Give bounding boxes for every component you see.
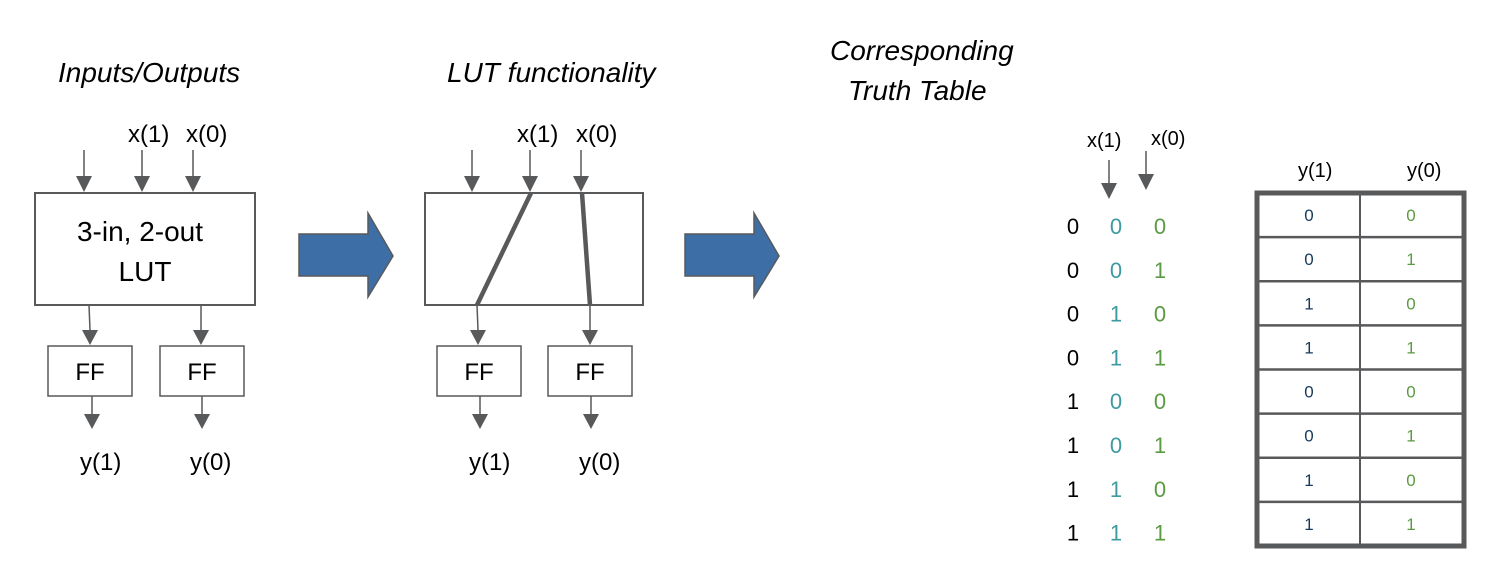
output-bit: 0	[1406, 294, 1415, 313]
input-bit: 0	[1110, 389, 1122, 414]
input-bit: 0	[1110, 214, 1122, 239]
input-label-x0: x(0)	[576, 121, 617, 148]
input-bit: 1	[1067, 433, 1079, 458]
output-bit: 1	[1406, 515, 1415, 534]
output-bit: 0	[1304, 250, 1313, 269]
routing-wire-x0	[579, 192, 593, 306]
input-bit: 0	[1154, 302, 1166, 327]
input-header-x0: x(0)	[1151, 128, 1185, 150]
input-bit: 1	[1110, 477, 1122, 502]
output-label-y1: y(1)	[469, 449, 510, 476]
panel-title-line2: Truth Table	[848, 75, 987, 106]
ff-label-2: FF	[187, 359, 216, 386]
ff-label-1: FF	[75, 359, 104, 386]
input-bit: 1	[1067, 389, 1079, 414]
output-bit: 1	[1304, 338, 1313, 357]
lut-to-ff-arrows	[82, 304, 209, 345]
input-bit: 0	[1154, 389, 1166, 414]
output-bit: 0	[1304, 206, 1313, 225]
input-bit: 0	[1154, 477, 1166, 502]
input-bit: 1	[1067, 521, 1079, 546]
output-header-y1: y(1)	[1298, 160, 1332, 182]
panel-title-line1: Corresponding	[830, 35, 1014, 66]
output-bit: 1	[1406, 250, 1415, 269]
input-bit: 1	[1110, 302, 1122, 327]
input-bit: 1	[1110, 521, 1122, 546]
input-bit: 1	[1110, 345, 1122, 370]
ff-output-arrows	[472, 396, 599, 429]
input-bit: 0	[1067, 214, 1079, 239]
lut-label-line2: LUT	[119, 256, 172, 287]
input-bit: 0	[1067, 302, 1079, 327]
lut-box	[424, 192, 644, 306]
output-label-y1: y(1)	[80, 449, 121, 476]
block-arrow-1	[298, 210, 394, 300]
input-bit: 0	[1154, 214, 1166, 239]
output-bit: 0	[1406, 383, 1415, 402]
ff-box-1	[436, 345, 522, 397]
ff-label-1: FF	[464, 359, 493, 386]
truth-table-inputs: 0 0 0 0 0 1 0 1 0 0 1 1 1 0 0 1 0 1 1 1 0 1 1 1	[1067, 214, 1166, 546]
input-bit: 1	[1154, 433, 1166, 458]
output-bit: 1	[1406, 338, 1415, 357]
input-arrows	[464, 150, 589, 192]
ff-box-2	[547, 345, 633, 397]
output-bit: 1	[1304, 294, 1313, 313]
output-label-y0: y(0)	[579, 449, 620, 476]
input-bit: 0	[1110, 433, 1122, 458]
input-bit: 1	[1154, 521, 1166, 546]
ff-label-2: FF	[575, 359, 604, 386]
panel-title: LUT functionality	[447, 57, 658, 88]
panel-inputs-outputs: Inputs/Outputs x(1) x(0) 3-in, 2-out LUT…	[34, 57, 256, 476]
ff-output-arrows	[84, 396, 210, 429]
output-header-y0: y(0)	[1407, 160, 1441, 182]
lut-box	[34, 192, 256, 306]
panel-title: Inputs/Outputs	[58, 57, 240, 88]
truth-table-outputs: 0 0 0 1 1 0 1 1 0 0 0 1 1 0 1 1	[1254, 190, 1467, 549]
output-bit: 1	[1304, 515, 1313, 534]
input-label-x0: x(0)	[186, 121, 227, 148]
output-bit: 0	[1304, 427, 1313, 446]
output-label-y0: y(0)	[190, 449, 231, 476]
block-arrow-2	[684, 210, 780, 300]
input-bit: 1	[1154, 258, 1166, 283]
lut-to-ff-arrows	[470, 304, 598, 345]
input-bit: 0	[1110, 258, 1122, 283]
input-bit: 0	[1067, 258, 1079, 283]
input-label-x1: x(1)	[517, 121, 558, 148]
output-bit: 0	[1304, 383, 1313, 402]
input-header-x1: x(1)	[1087, 130, 1121, 152]
output-bit: 0	[1406, 471, 1415, 490]
output-bit: 0	[1406, 206, 1415, 225]
input-arrows	[76, 150, 201, 192]
input-bit: 1	[1067, 477, 1079, 502]
input-bit: 0	[1067, 345, 1079, 370]
lut-label-line1: 3-in, 2-out	[77, 216, 203, 247]
output-bit: 1	[1406, 427, 1415, 446]
routing-wire-x1	[474, 192, 534, 306]
input-bit: 1	[1154, 345, 1166, 370]
output-bit: 1	[1304, 471, 1313, 490]
input-label-x1: x(1)	[128, 121, 169, 148]
panel-lut-functionality: LUT functionality x(1) x(0) FF FF	[424, 57, 658, 476]
input-header-arrows	[1101, 151, 1154, 199]
ff-box-1	[47, 345, 133, 397]
